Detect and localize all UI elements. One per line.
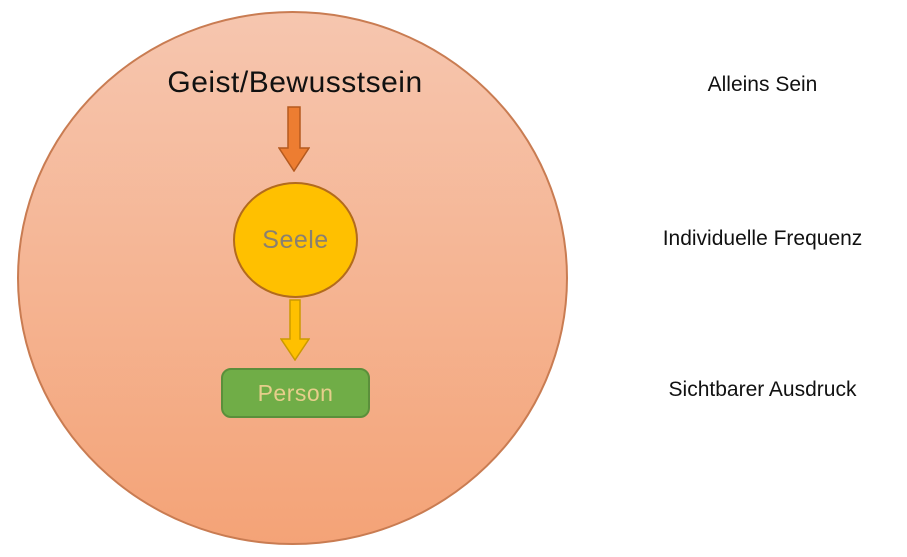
down-arrow-yellow-shape [280,299,310,361]
side-label-alleins-sein: Alleins Sein [707,73,818,96]
soul-label: Seele [262,225,329,254]
soul-circle: Seele [233,182,358,298]
down-arrow-yellow-icon [280,299,310,361]
side-label-sichtbarer-ausdruck: Sichtbarer Ausdruck [668,378,857,401]
down-arrow-orange-icon [278,106,310,172]
spirit-title: Geist/Bewusstsein [167,66,423,99]
person-label: Person [257,379,334,406]
side-label-individuelle-frequenz: Individuelle Frequenz [662,227,863,250]
down-arrow-orange-shape [278,106,310,172]
person-box: Person [221,368,370,418]
